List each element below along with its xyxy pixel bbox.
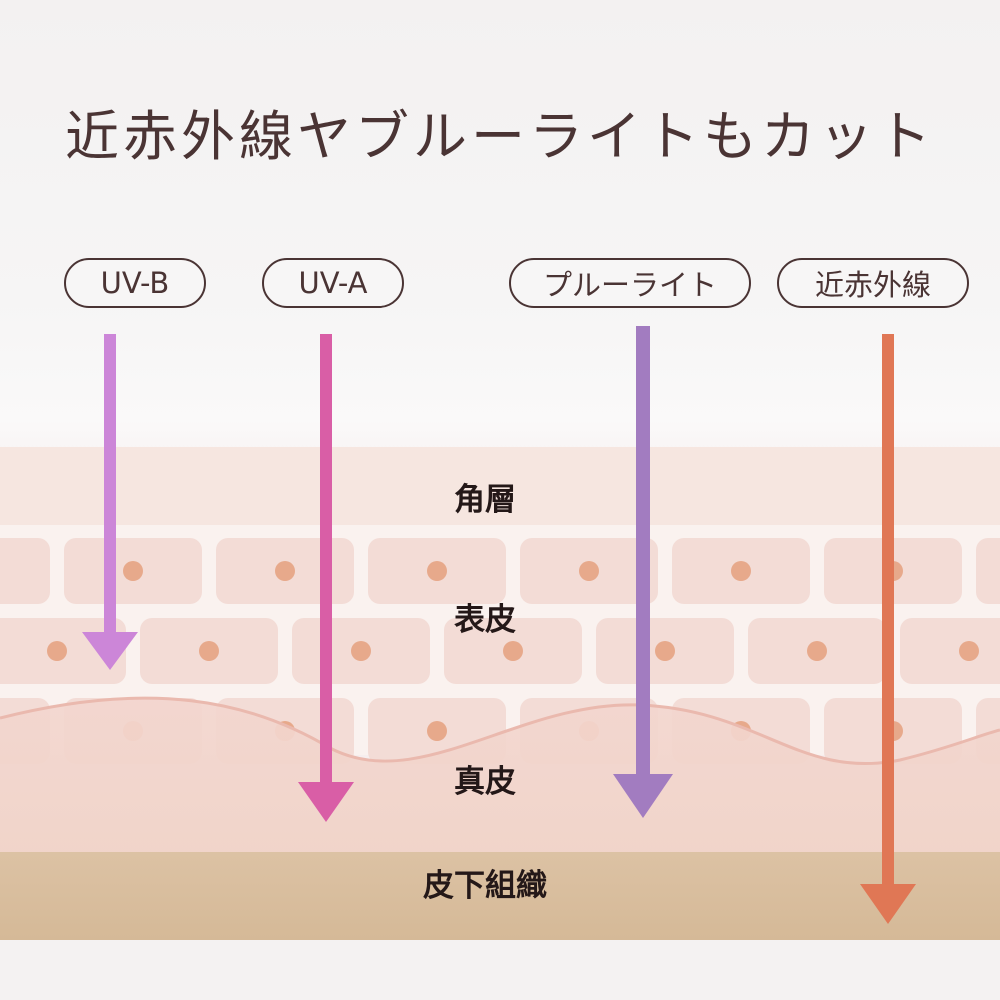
label-uva: UV-A — [262, 258, 404, 308]
label-near-infrared: 近赤外線 — [777, 258, 969, 308]
label-uvb: UV-B — [64, 258, 206, 308]
cell-nucleus — [427, 721, 447, 741]
cell-nucleus — [731, 561, 751, 581]
subcutaneous-layer — [0, 852, 1000, 940]
bottom-margin — [0, 940, 1000, 1000]
ray-arrow-bluelight — [613, 326, 673, 818]
label-bluelight: プルーライト — [509, 258, 751, 308]
ray-arrow-uva — [298, 334, 354, 822]
cell-nucleus — [275, 561, 295, 581]
epidermis-cell — [0, 538, 50, 604]
cell-nucleus — [959, 641, 979, 661]
epidermis-cell — [976, 538, 1000, 604]
cell-nucleus — [807, 641, 827, 661]
cell-nucleus — [123, 561, 143, 581]
stratum-corneum-layer — [0, 447, 1000, 525]
label-subcutaneous: 皮下組織 — [423, 868, 547, 904]
label-stratum-corneum: 角層 — [454, 482, 516, 518]
dermis-boundary — [0, 696, 1000, 766]
cell-nucleus — [47, 641, 67, 661]
label-epidermis: 表皮 — [454, 602, 516, 638]
cell-nucleus — [655, 641, 675, 661]
ray-arrow-near-infrared — [860, 334, 916, 924]
cell-nucleus — [199, 641, 219, 661]
cell-nucleus — [503, 641, 523, 661]
page-title: 近赤外線ヤブルーライトもカット — [65, 105, 935, 168]
epidermis-cell — [900, 618, 1000, 684]
cell-nucleus — [351, 641, 371, 661]
cell-nucleus — [579, 561, 599, 581]
dermis-layer — [0, 698, 1000, 860]
label-dermis: 真皮 — [454, 764, 516, 800]
cell-nucleus — [427, 561, 447, 581]
ray-arrow-uvb — [82, 334, 138, 670]
